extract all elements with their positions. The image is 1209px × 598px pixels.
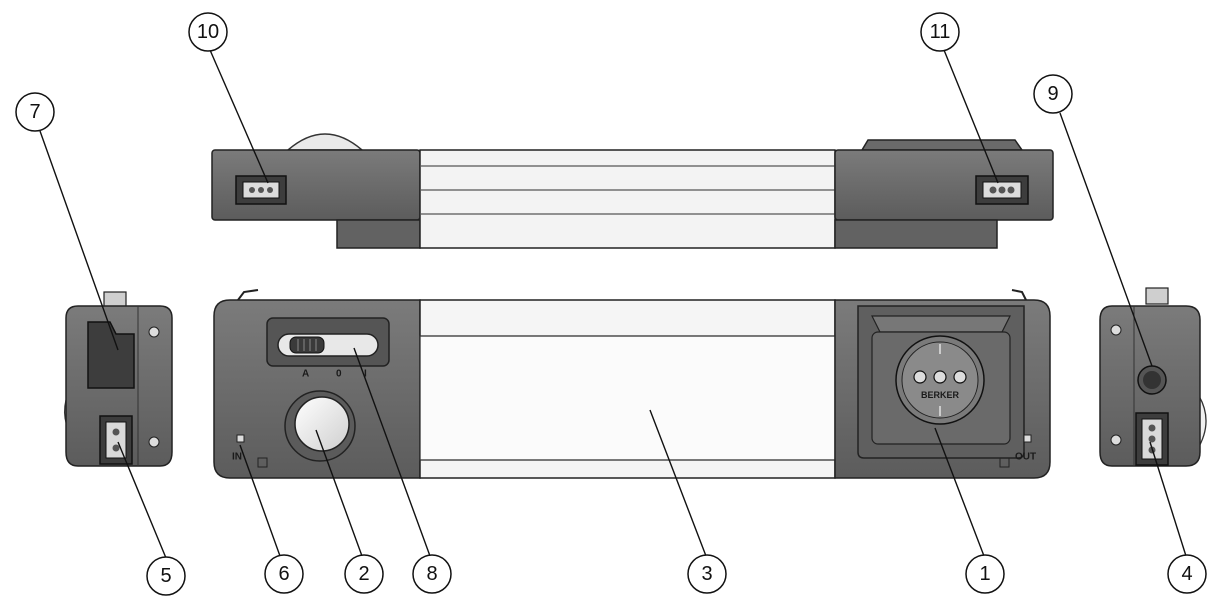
in-port-symbol-icon — [257, 457, 268, 468]
control-knob — [284, 390, 356, 462]
callout-1: 1 — [965, 554, 1005, 594]
callouts: 10 11 9 7 5 6 2 8 — [15, 12, 1207, 596]
leader-5 — [117, 441, 167, 559]
top-right-connector — [975, 175, 1029, 205]
light-panel — [419, 335, 836, 461]
svg-text:7: 7 — [29, 101, 40, 123]
top-left-foot — [336, 219, 421, 249]
leader-4 — [1149, 441, 1187, 557]
svg-text:1: 1 — [979, 563, 990, 585]
leader-11 — [943, 49, 999, 184]
leader-7 — [39, 130, 119, 351]
top-right-foot — [834, 219, 998, 249]
callout-2: 2 — [344, 554, 384, 594]
leader-2 — [315, 429, 363, 557]
leader-6 — [239, 444, 281, 557]
front-view: A 0 I IN BERKER OUT — [213, 289, 1051, 479]
leader-1 — [934, 427, 985, 557]
svg-text:3: 3 — [701, 563, 712, 585]
callout-3: 3 — [687, 554, 727, 594]
out-port-symbol-icon — [999, 457, 1010, 468]
leader-3 — [649, 409, 707, 557]
callout-10: 10 — [188, 12, 228, 52]
top-left-connector — [235, 175, 287, 205]
out-label: OUT — [1015, 452, 1036, 463]
power-socket — [857, 305, 1025, 459]
socket-brand-label: BERKER — [921, 390, 960, 400]
callout-5: 5 — [146, 556, 186, 596]
leader-8 — [353, 347, 431, 557]
callout-9: 9 — [1033, 74, 1073, 114]
callout-7: 7 — [15, 92, 55, 132]
leader-lines — [39, 49, 1187, 559]
switch-label-a: A — [302, 369, 309, 380]
left-side-view — [63, 291, 173, 467]
in-indicator-icon — [236, 434, 245, 443]
callout-11: 11 — [920, 12, 960, 52]
svg-text:6: 6 — [278, 563, 289, 585]
callout-6: 6 — [264, 554, 304, 594]
top-right-raised-block — [860, 139, 1024, 151]
top-center-panel — [419, 149, 836, 249]
out-indicator-icon — [1023, 434, 1032, 443]
svg-text:2: 2 — [358, 563, 369, 585]
left-side-port — [87, 321, 135, 389]
right-side-view — [1099, 287, 1207, 467]
top-view — [211, 133, 1054, 249]
top-dome — [285, 133, 365, 151]
svg-text:10: 10 — [197, 21, 219, 43]
leader-9 — [1059, 112, 1153, 367]
right-clip — [1011, 289, 1027, 301]
leader-10 — [209, 49, 269, 184]
svg-text:8: 8 — [426, 563, 437, 585]
switch-label-zero: 0 — [336, 369, 342, 380]
callout-4: 4 — [1167, 554, 1207, 594]
svg-text:4: 4 — [1181, 563, 1192, 585]
svg-text:9: 9 — [1047, 83, 1058, 105]
in-label: IN — [232, 452, 242, 463]
left-clip — [237, 289, 259, 301]
svg-text:5: 5 — [160, 565, 171, 587]
callout-8: 8 — [412, 554, 452, 594]
svg-text:11: 11 — [930, 21, 951, 43]
switch-label-one: I — [364, 369, 367, 380]
mode-switch — [266, 317, 390, 367]
